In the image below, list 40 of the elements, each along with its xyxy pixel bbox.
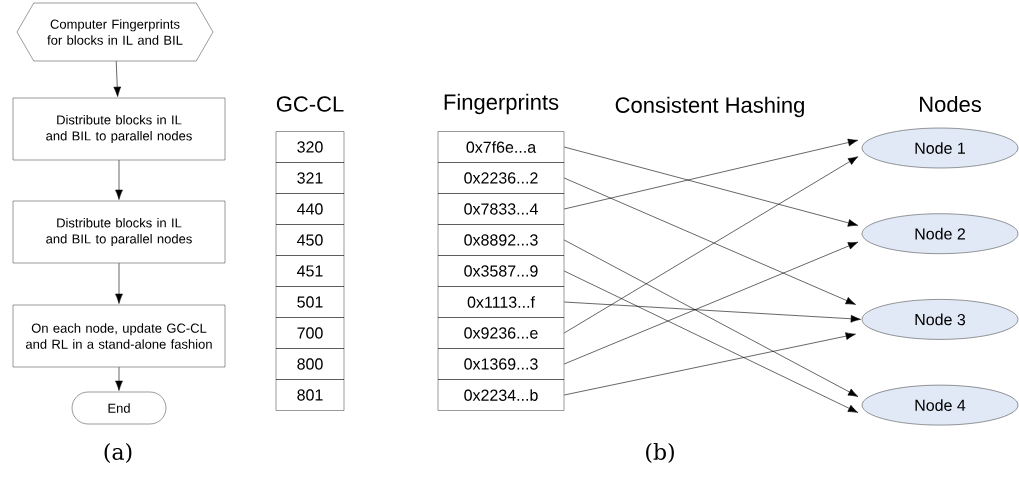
end-terminal: End <box>71 391 167 425</box>
table-cell: 700 <box>275 317 345 349</box>
start-hexagon: Computer Fingerprints for blocks in IL and BIL <box>16 2 214 62</box>
arrow <box>563 270 859 413</box>
table-cell: 0x9236...e <box>437 317 565 349</box>
table-cell: 501 <box>275 286 345 318</box>
arrow <box>563 156 859 334</box>
table-cell: 450 <box>275 224 345 256</box>
arrow <box>563 138 859 210</box>
heading: Consistent Hashing <box>615 96 804 118</box>
table-cell: 0x7f6e...a <box>437 131 565 163</box>
table-cell: 0x8892...3 <box>437 224 565 256</box>
heading: Fingerprints <box>444 93 559 115</box>
table-cell: 440 <box>275 193 345 225</box>
arrow <box>563 239 859 397</box>
table-cell: 0x2234...b <box>437 379 565 411</box>
process-box: Distribute blocks in IL and BIL to parallel nodes <box>12 97 226 161</box>
arrow <box>563 301 861 323</box>
process-box: On each node, update GC-CL and RL in a stand-alone fashion <box>12 304 226 368</box>
table-cell: 0x3587...9 <box>437 255 565 287</box>
heading: GC-CL <box>276 96 344 112</box>
arrow <box>115 366 123 391</box>
process-box: Distribute blocks in IL and BIL to parallel nodes <box>12 200 226 264</box>
arrow <box>115 262 123 304</box>
arrow <box>113 60 122 97</box>
arrow <box>563 146 859 227</box>
arrow <box>563 177 856 305</box>
table-cell: 320 <box>275 131 345 163</box>
panel-label: (b) <box>646 442 674 464</box>
table-cell: 0x1369...3 <box>437 348 565 380</box>
arrow <box>563 241 859 365</box>
table-cell: 451 <box>275 255 345 287</box>
table-cell: 0x7833...4 <box>437 193 565 225</box>
arrow <box>563 332 856 396</box>
table-cell: 0x2236...2 <box>437 162 565 194</box>
table-cell: 321 <box>275 162 345 194</box>
table-cell: 800 <box>275 348 345 380</box>
table-cell: 801 <box>275 379 345 411</box>
table-cell: 0x1113...f <box>437 286 565 318</box>
arrow <box>115 159 123 200</box>
